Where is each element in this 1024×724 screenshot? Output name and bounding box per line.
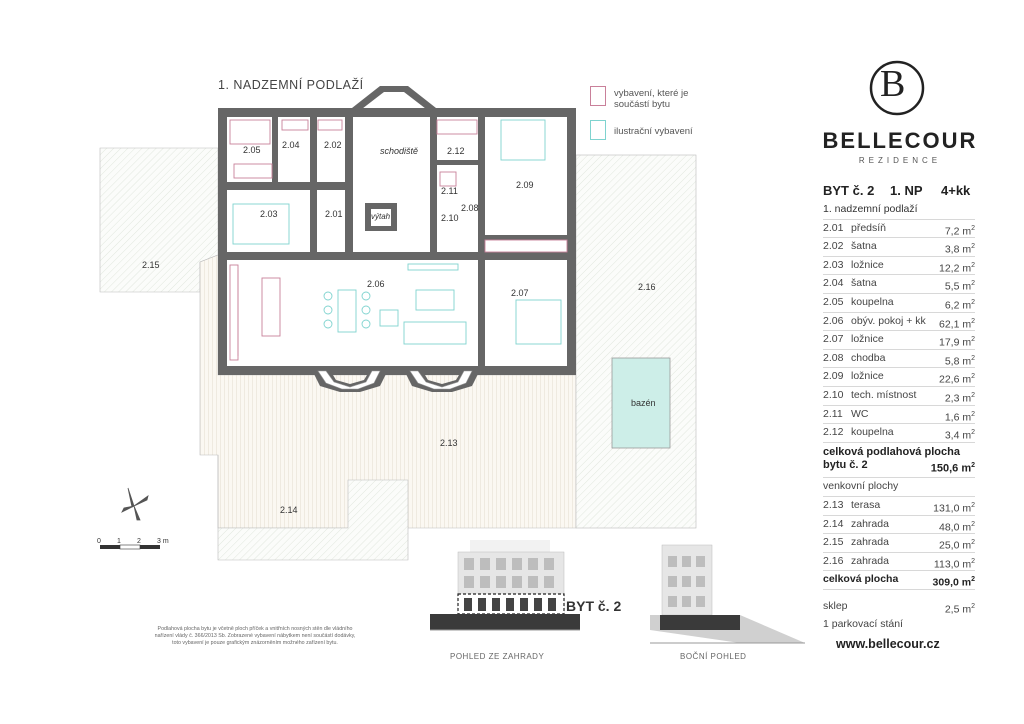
- scale-tick: 3 m: [157, 538, 169, 545]
- view-label-garden: POHLED ZE ZAHRADY: [450, 652, 545, 661]
- pool: [611, 357, 671, 449]
- room-label: 2.11: [441, 186, 458, 196]
- room-label: 2.09: [516, 180, 534, 190]
- room-label: 2.10: [441, 213, 459, 223]
- room-label: 2.12: [447, 146, 465, 156]
- room-label: 2.03: [260, 209, 278, 219]
- room-label: 2.14: [280, 505, 298, 515]
- disclaimer-note: Podlahová plocha bytu je včetně ploch př…: [154, 626, 356, 647]
- room-label: 2.02: [324, 140, 342, 150]
- room-label: bazén: [631, 398, 656, 408]
- room-label: 2.16: [638, 282, 656, 292]
- legend-swatch-illustrative: [590, 120, 606, 140]
- scale-tick: 1: [117, 538, 121, 545]
- bay-windows: [312, 370, 480, 392]
- room-label: 2.13: [440, 438, 458, 448]
- room-label: 2.04: [282, 140, 300, 150]
- table-row: venkovní plochy: [823, 478, 975, 497]
- illustrative-furniture: [232, 119, 562, 345]
- floor-title: 1. NADZEMNÍ PODLAŽÍ: [218, 78, 364, 92]
- side-elevation: [650, 544, 805, 644]
- brand-subtitle: REZIDENCE: [858, 156, 942, 165]
- garden-2-14: [217, 455, 409, 561]
- logo-letter: B: [880, 63, 906, 105]
- apartment-unit: BYT č. 2: [823, 183, 875, 198]
- legend-label-illustrative: ilustrační vybavení: [614, 126, 693, 137]
- garden-2-16: [575, 154, 697, 529]
- scale-bar: [100, 544, 160, 550]
- logo-mark: [869, 60, 925, 116]
- compass-icon: [121, 487, 149, 521]
- apartment-floor: 1. NP: [890, 183, 923, 198]
- room-label: 2.05: [243, 145, 261, 155]
- parking-row: 1 parkovací stání: [823, 617, 903, 630]
- elevation-unit-label: BYT č. 2: [566, 598, 622, 614]
- fixed-furniture: [229, 119, 568, 361]
- brand-name: BELLECOUR: [822, 128, 978, 153]
- room-label: 2.07: [511, 288, 529, 298]
- website-link[interactable]: www.bellecour.cz: [836, 637, 940, 651]
- room-label: výtah: [371, 212, 391, 221]
- room-label: 2.08: [461, 203, 479, 213]
- room-label: schodiště: [380, 146, 419, 156]
- garden-elevation: [430, 540, 580, 631]
- table-row: 1. nadzemní podlaží: [823, 201, 975, 220]
- room-label: 2.06: [367, 279, 385, 289]
- walls: [218, 86, 576, 375]
- room-label: 2.15: [142, 260, 160, 270]
- view-label-side: BOČNÍ POHLED: [680, 652, 747, 661]
- scale-tick: 0: [97, 538, 101, 545]
- apartment-layout: 4+kk: [941, 183, 971, 198]
- room-label: 2.01: [325, 209, 343, 219]
- scale-tick: 2: [137, 538, 141, 545]
- legend-swatch-fixed: [590, 86, 606, 106]
